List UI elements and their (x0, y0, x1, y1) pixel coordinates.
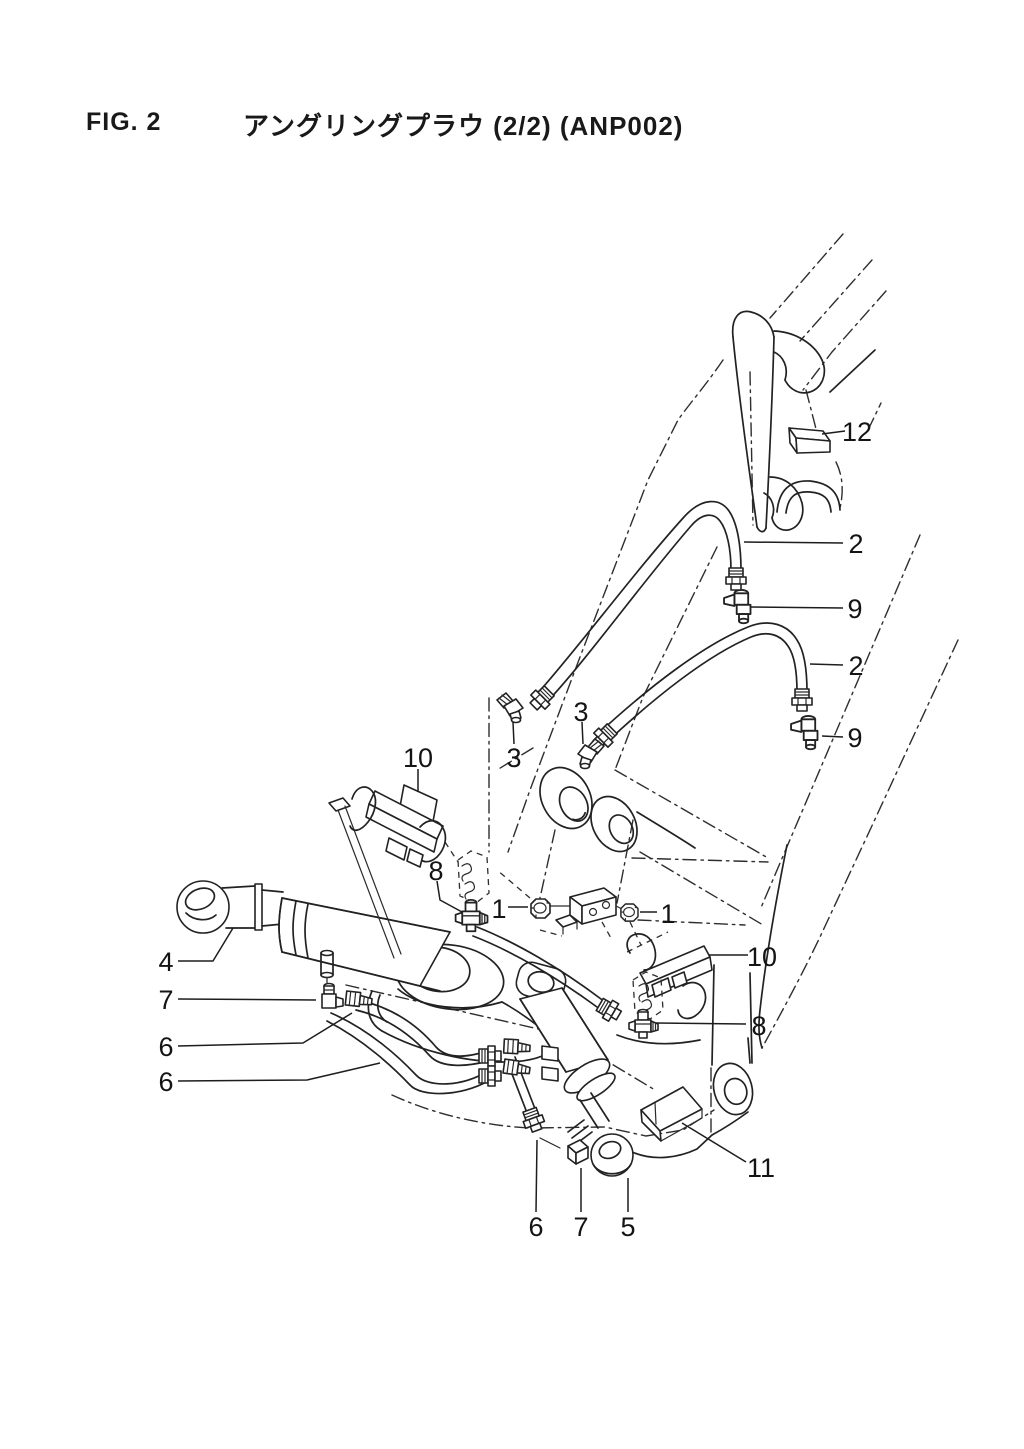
hydraulic-hoses (326, 500, 808, 1149)
swivel-plate-assembly (367, 943, 555, 1063)
leader-line-6 (535, 1139, 538, 1213)
callout-number-6: 6 (528, 1212, 543, 1242)
figure-header: FIG. 2 アングリングプラウ (2/2) (ANP002) (0, 108, 1024, 154)
callout-number-6: 6 (158, 1032, 173, 1062)
callout-number-8: 8 (751, 1011, 766, 1041)
callout-1: 1 (640, 899, 676, 929)
leader-line-11 (681, 1122, 747, 1163)
callout-7: 7 (158, 985, 317, 1015)
bracket-left (349, 784, 447, 868)
leader-line-8 (655, 1022, 747, 1025)
bracket-right (626, 933, 713, 1020)
callout-12: 12 (821, 417, 872, 447)
leader-line-8 (436, 880, 463, 913)
callout-number-10: 10 (403, 743, 433, 773)
callout-10: 10 (709, 942, 777, 972)
leader-line-3 (512, 721, 515, 745)
callout-6: 6 (158, 1012, 353, 1062)
leader-line-6 (177, 1012, 353, 1047)
callout-number-12: 12 (842, 417, 872, 447)
leader-line-7 (177, 998, 317, 1001)
callout-number-8: 8 (428, 856, 443, 886)
callout-8: 8 (428, 856, 463, 913)
callout-11: 11 (681, 1122, 775, 1183)
callout-number-3: 3 (506, 743, 521, 773)
callout-number-3: 3 (573, 697, 588, 727)
callout-number-2: 2 (848, 651, 863, 681)
fittings (321, 567, 819, 1165)
callout-number-2: 2 (848, 529, 863, 559)
callout-6: 6 (528, 1139, 544, 1242)
figure-title: アングリングプラウ (2/2) (ANP002) (243, 111, 684, 141)
callout-9: 9 (749, 594, 863, 624)
leader-line-2 (809, 663, 844, 666)
callout-4: 4 (158, 927, 234, 977)
callout-number-9: 9 (847, 723, 862, 753)
callout-number-10: 10 (747, 942, 777, 972)
callout-2: 2 (809, 651, 864, 681)
callout-6: 6 (158, 1062, 381, 1097)
leader-line-4 (178, 927, 234, 962)
callout-8: 8 (655, 1011, 767, 1041)
callout-9: 9 (821, 723, 863, 753)
callout-number-1: 1 (491, 894, 506, 924)
cylinder-lower (515, 961, 634, 1177)
callout-number-9: 9 (847, 594, 862, 624)
callout-number-6: 6 (158, 1067, 173, 1097)
callout-number-7: 7 (573, 1212, 588, 1242)
callout-number-4: 4 (158, 947, 173, 977)
callout-number-1: 1 (660, 899, 675, 929)
figure-number: FIG. 2 (86, 108, 162, 136)
leader-line-9 (749, 606, 844, 609)
machine-frame (539, 310, 876, 1159)
callout-1: 1 (491, 894, 528, 924)
callout-number-11: 11 (747, 1153, 775, 1183)
wedge-11 (640, 1086, 703, 1142)
callout-5: 5 (620, 1178, 636, 1242)
callout-2: 2 (743, 529, 864, 559)
callout-3: 3 (506, 721, 522, 773)
wedge-12 (788, 427, 831, 454)
leader-line-6 (177, 1062, 381, 1082)
leader-line-12 (821, 430, 846, 435)
dashed-locate-boxes (457, 850, 664, 1020)
leader-line-9 (821, 735, 844, 738)
leader-line-3 (581, 721, 584, 745)
callout-number-5: 5 (620, 1212, 635, 1242)
phantom-frame-lines (345, 233, 959, 1137)
callout-7: 7 (573, 1168, 589, 1242)
cylinder-left (176, 880, 451, 992)
callout-number-7: 7 (158, 985, 173, 1015)
callout-10: 10 (403, 743, 433, 792)
leader-line-2 (743, 541, 844, 544)
callout-3: 3 (573, 697, 589, 745)
stud-block (547, 887, 625, 925)
